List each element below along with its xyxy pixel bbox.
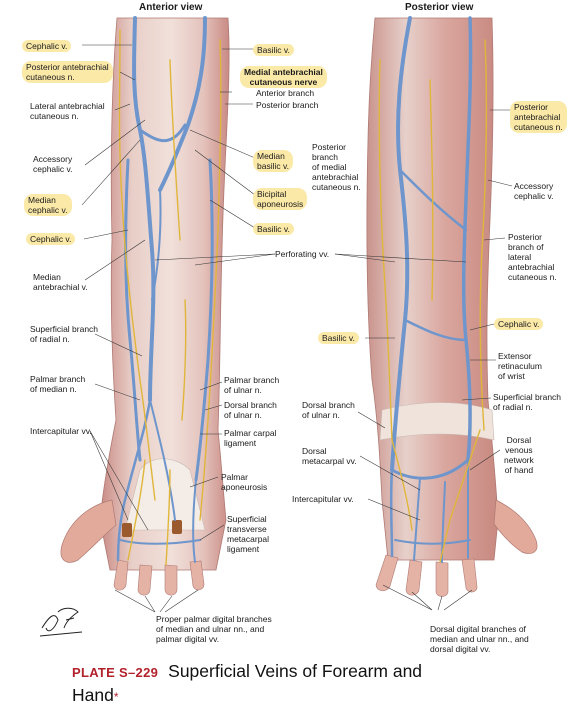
plate-title-line2: Hand — [72, 685, 114, 705]
label-posterior-antebrachial-cutaneous-posterior: Posterior antebrachial cutaneous n. — [510, 101, 567, 133]
posterior-arm — [366, 16, 538, 597]
label-cephalic-vein-mid: Cephalic v. — [26, 233, 76, 245]
label-proper-palmar-digital-branches: Proper palmar digital branches of median… — [156, 614, 272, 644]
label-intercapitular-veins-posterior: Intercapitular vv. — [292, 494, 354, 504]
label-palmar-branch-ulnar-nerve: Palmar branch of ulnar n. — [224, 375, 280, 395]
label-posterior-branch: Posterior branch — [256, 100, 319, 110]
label-superficial-transverse-metacarpal-ligament: Superficial transverse metacarpal ligame… — [227, 514, 270, 554]
label-palmar-carpal-ligament: Palmar carpal ligament — [224, 428, 277, 448]
plate-id: PLATE S–229 — [72, 665, 159, 680]
label-accessory-cephalic-vein-posterior: Accessory cephalic v. — [514, 181, 554, 201]
artist-signature — [39, 607, 83, 637]
label-dorsal-metacarpal-veins: Dorsal metacarpal vv. — [302, 446, 357, 466]
label-medial-antebrachial-cutaneous-nerve: Medial antebrachial cutaneous nerve — [240, 66, 327, 88]
anterior-view-title: Anterior view — [139, 2, 203, 13]
anterior-arm — [60, 16, 230, 596]
plate-asterisk: * — [113, 690, 119, 704]
label-median-antebrachial-vein: Median antebrachial v. — [33, 272, 88, 292]
label-median-basilic-vein: Median basilic v. — [253, 150, 293, 172]
label-accessory-cephalic-vein: Accessory cephalic v. — [33, 154, 73, 174]
label-posterior-antebrachial-cutaneous: Posterior antebrachial cutaneous n. — [22, 61, 113, 83]
label-anterior-branch: Anterior branch — [256, 88, 315, 98]
label-palmar-aponeurosis: Palmar aponeurosis — [221, 472, 268, 492]
label-extensor-retinaculum: Extensor retinaculum of wrist — [498, 351, 542, 381]
plate-caption: PLATE S–229 Superficial Veins of Forearm … — [72, 660, 532, 708]
label-lateral-antebrachial-cutaneous: Lateral antebrachial cutaneous n. — [30, 101, 105, 121]
label-cephalic-vein-posterior: Cephalic v. — [494, 318, 544, 330]
label-palmar-branch-median-nerve: Palmar branch of median n. — [30, 374, 86, 394]
leader-lines — [81, 44, 513, 613]
label-dorsal-branch-ulnar-nerve-posterior: Dorsal branch of ulnar n. — [302, 400, 355, 420]
label-bicipital-aponeurosis: Bicipital aponeurosis — [253, 188, 308, 210]
label-basilic-vein-mid: Basilic v. — [253, 223, 294, 235]
label-median-cephalic-vein: Median cephalic v. — [24, 194, 72, 216]
label-intercapitular-veins-anterior: Intercapitular vv. — [30, 426, 92, 436]
label-superficial-branch-radial-nerve: Superficial branch of radial n. — [30, 324, 99, 344]
plate-title: Superficial Veins of Forearm and — [168, 661, 423, 681]
label-dorsal-venous-network: Dorsal venous network of hand — [504, 435, 534, 475]
label-dorsal-branch-ulnar-nerve-anterior: Dorsal branch of ulnar n. — [224, 400, 277, 420]
label-cephalic-vein-top: Cephalic v. — [22, 40, 72, 52]
label-perforating-veins: Perforating vv. — [275, 249, 330, 259]
label-basilic-vein-top: Basilic v. — [253, 44, 294, 56]
posterior-view-title: Posterior view — [405, 2, 474, 13]
label-posterior-branch-medial-antebrachial: Posterior branch of medial antebrachial … — [312, 142, 361, 192]
label-basilic-vein-posterior: Basilic v. — [318, 332, 359, 344]
label-posterior-branch-lateral-antebrachial: Posterior branch of lateral antebrachial… — [508, 232, 557, 282]
label-dorsal-digital-branches: Dorsal digital branches of median and ul… — [430, 624, 529, 654]
label-superficial-branch-radial-nerve-posterior: Superficial branch of radial n. — [493, 392, 562, 412]
